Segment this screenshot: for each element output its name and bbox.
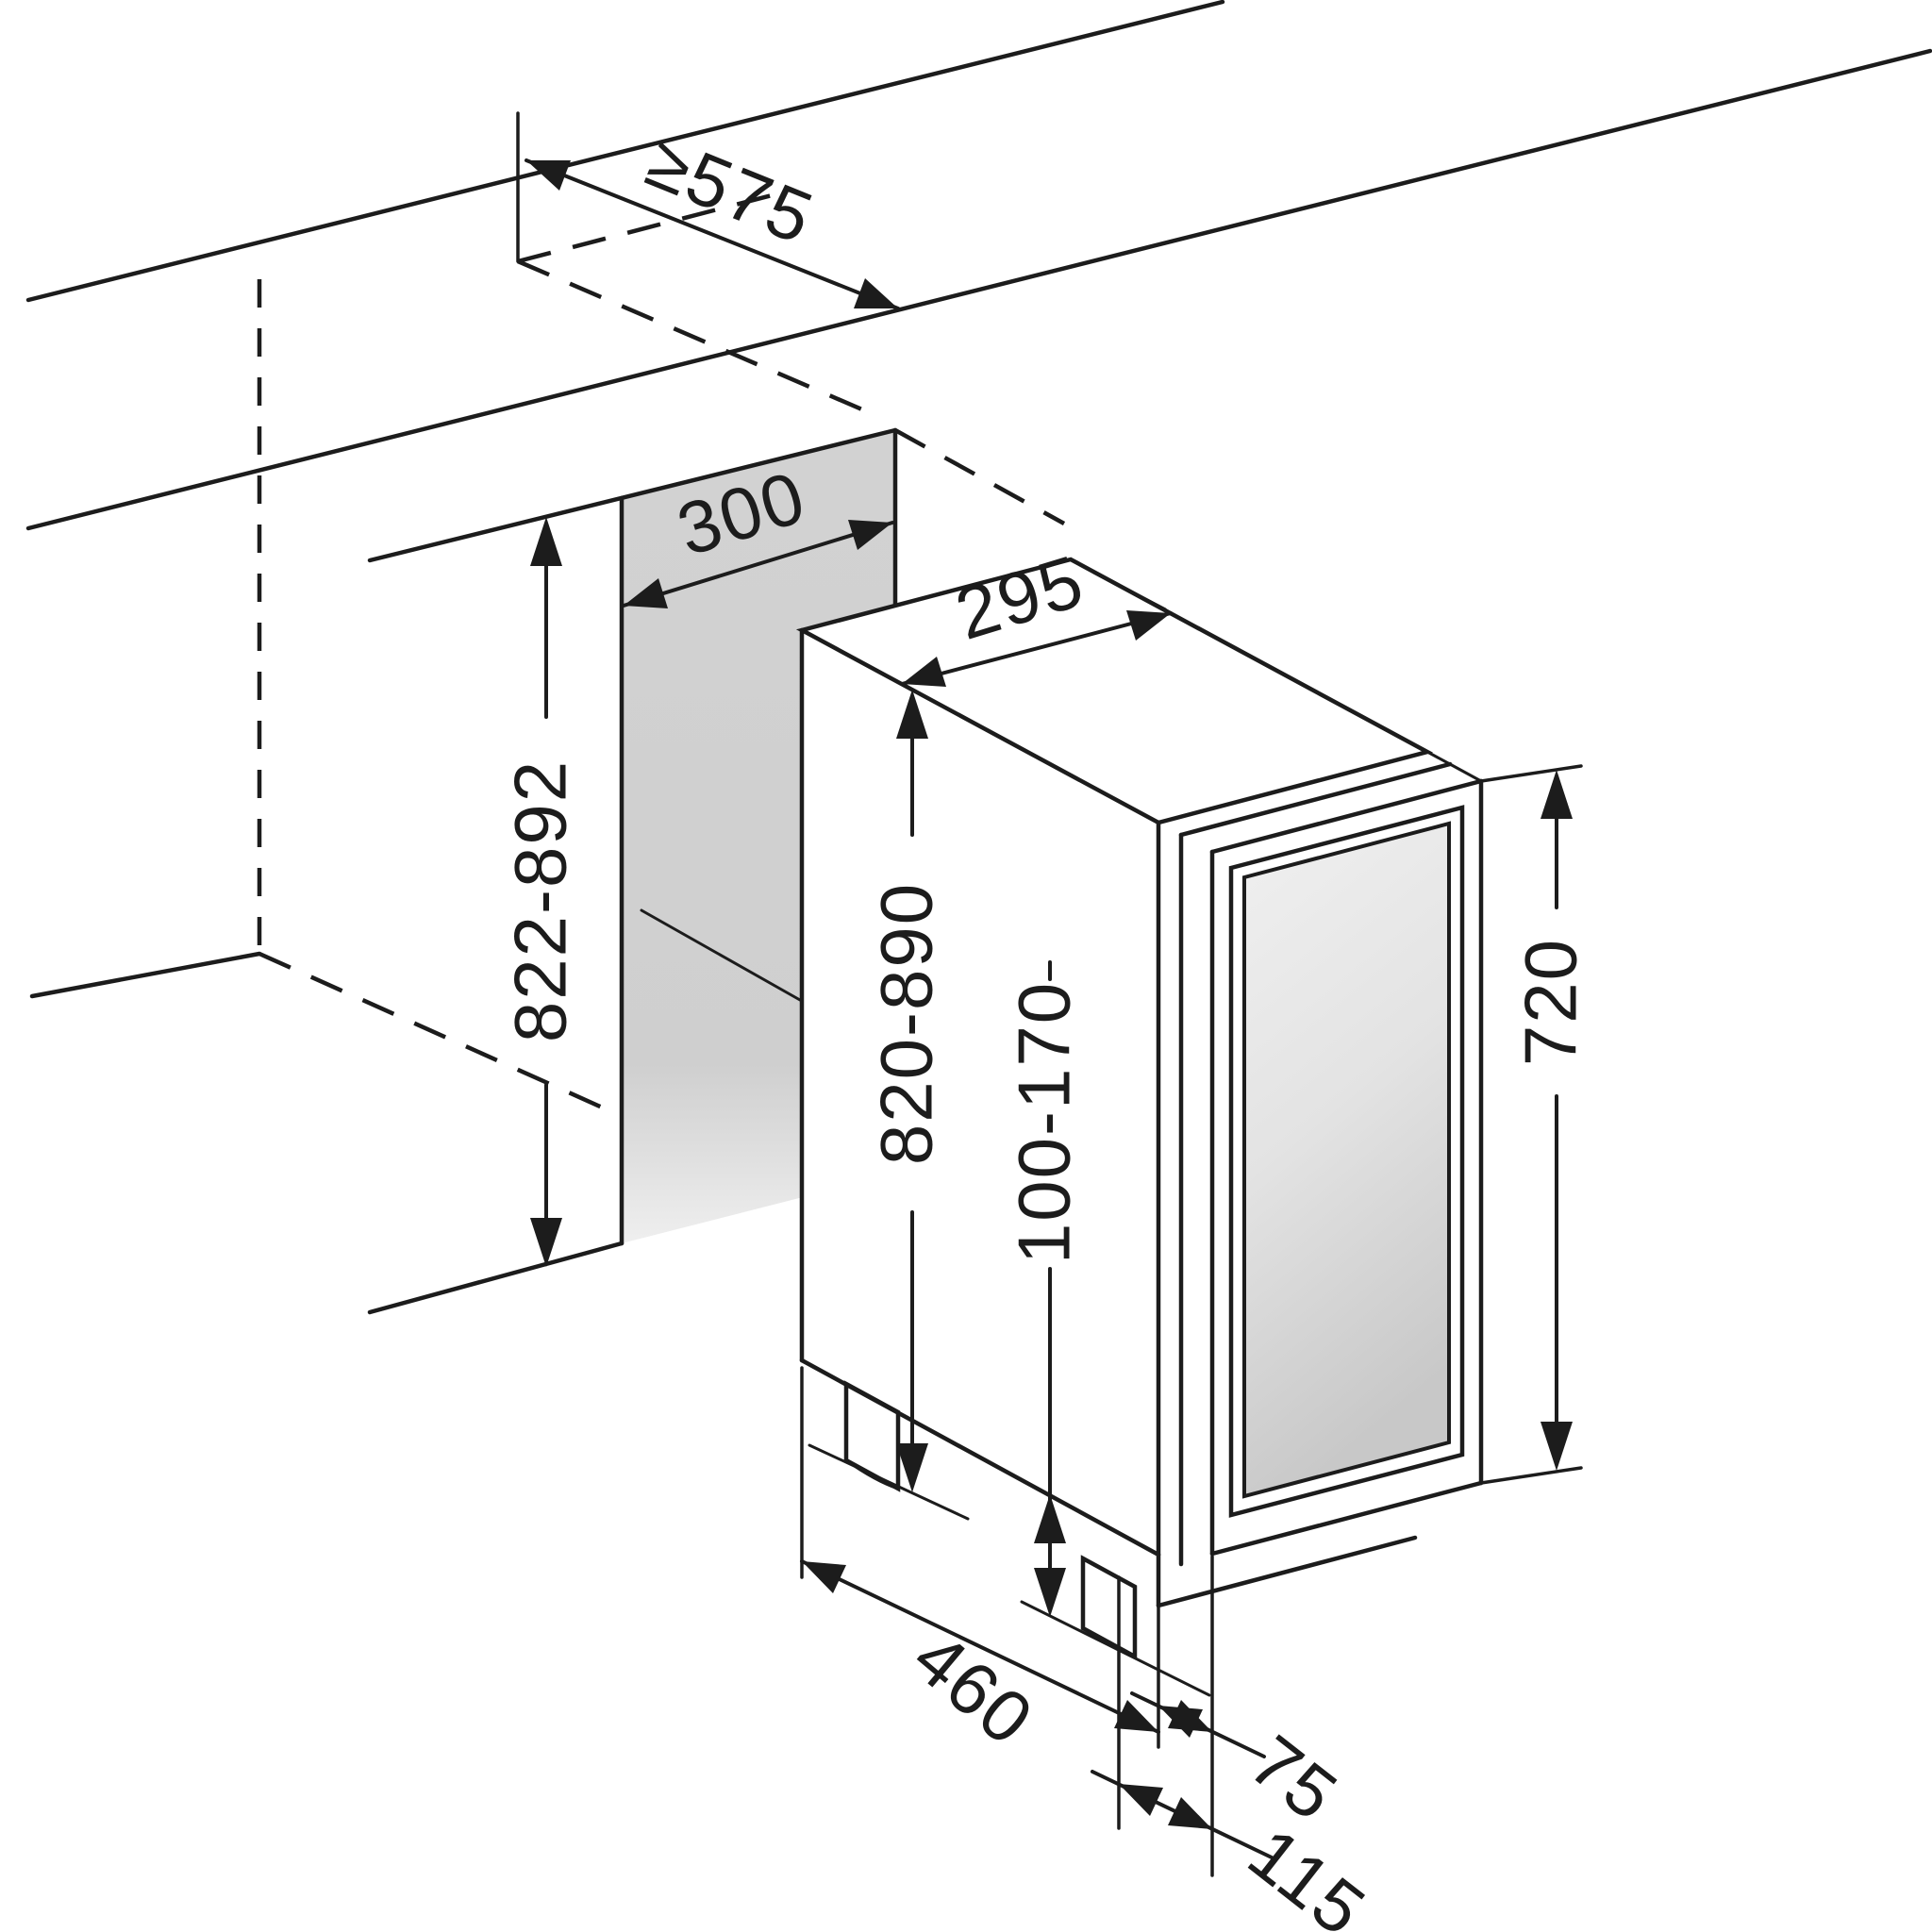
niche-ceiling-hidden-edge [893, 428, 1066, 525]
dim-label-appliance-height: 820-890 [865, 882, 948, 1165]
door-trim-top-band [1178, 761, 1453, 838]
dim-label-niche-depth: ≥575 [636, 119, 825, 259]
dim-extension-line [1092, 571, 1167, 611]
dim-arrow-icon [1541, 770, 1573, 819]
door-trim-step1 [1425, 750, 1452, 766]
dim-extension-line [824, 641, 892, 680]
dim-door-height: 720 [1479, 764, 1592, 1485]
plinth-bottom-edge [1156, 1535, 1418, 1608]
dim-arrow-icon [1119, 1784, 1163, 1816]
appliance [795, 557, 1484, 1697]
dim-extension-line [1479, 1466, 1583, 1485]
floor-line-front-feet [1020, 1600, 1211, 1697]
dim-line [900, 611, 1173, 686]
dim-arrow-icon [530, 517, 562, 566]
dim-arrow-icon [530, 1218, 562, 1267]
dim-label-appliance-depth: 460 [898, 1616, 1050, 1762]
dim-arrow-icon [1541, 1422, 1573, 1471]
dim-line [525, 158, 900, 310]
dim-extension-line [1479, 764, 1583, 783]
dim-arrow-icon [526, 160, 571, 191]
dim-feet-height: 100-170 [1003, 960, 1086, 1617]
dim-label-door-height: 720 [1509, 938, 1592, 1066]
door-bottom-edge [1209, 1480, 1484, 1557]
dim-appliance-height: 820-890 [865, 690, 948, 1492]
counter-front-edge-line [25, 48, 1932, 531]
adjustable-foot-front [1080, 1555, 1138, 1660]
door-trim-step2 [1448, 762, 1483, 783]
dim-arrow-icon [1114, 1700, 1158, 1732]
niche-panel-junction-line [640, 908, 802, 1002]
dim-niche-height: 822-892 [499, 517, 582, 1267]
dim-arrow-icon [1168, 1797, 1212, 1829]
dim-line [622, 521, 894, 608]
dim-arrow-icon [1034, 1568, 1066, 1617]
dim-label-feet-height: 100-170 [1003, 981, 1086, 1264]
niche-footprint-left-hidden [517, 258, 878, 419]
dim-arrow-icon [896, 690, 928, 739]
dim-label-niche-height: 822-892 [499, 759, 582, 1042]
dim-arrow-icon [902, 657, 946, 687]
dim-arrow-icon [854, 278, 898, 308]
dim-arrow-icon [848, 520, 892, 550]
floor-hidden-line [258, 951, 801, 1199]
dim-line [800, 1559, 1160, 1734]
dim-niche-depth: ≥575 [516, 111, 900, 310]
counter-back-edge-line [25, 0, 1225, 303]
counter-and-wall [25, 0, 1932, 1199]
dim-arrow-icon [896, 1443, 928, 1492]
dim-arrow-icon [1168, 1700, 1212, 1732]
dim-arrow-icon [1126, 610, 1171, 641]
door-glass-frame [1228, 805, 1465, 1518]
niche-ceiling-front-edge [367, 427, 898, 563]
door-glass-panel [1242, 821, 1451, 1499]
niche-floor-front-edge [367, 1241, 625, 1315]
dim-arrow-icon [1034, 1494, 1066, 1543]
floor-line-back-feet [808, 1443, 970, 1521]
niche-footprint-back-hidden [517, 192, 776, 264]
dim-arrow-icon [802, 1561, 846, 1593]
dim-arrow-icon [624, 578, 668, 608]
floor-left-line [29, 951, 262, 999]
door-top-edge [1209, 778, 1484, 855]
dim-label-plinth-recess: 115 [1233, 1811, 1381, 1932]
